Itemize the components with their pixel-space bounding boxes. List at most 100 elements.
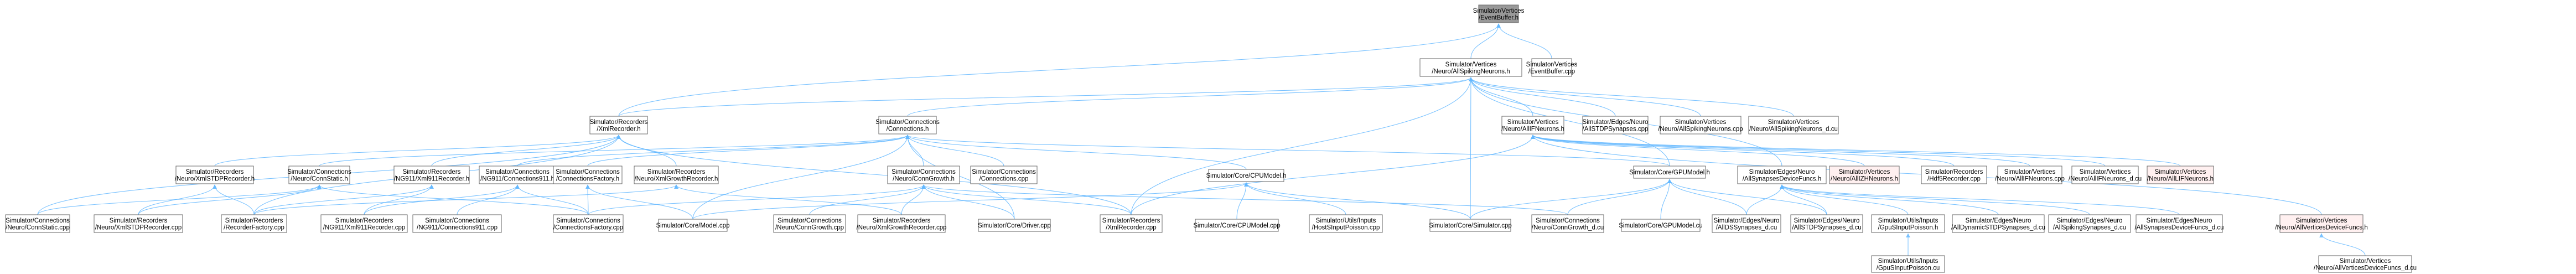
node-conngrowthcu[interactable]: Simulator/Connections/Neuro/ConnGrowth_d…: [1531, 214, 1604, 233]
node-xmlreccpp[interactable]: Simulator/Recorders/XmlRecorder.cpp: [1100, 214, 1163, 233]
node-alstdpsyn[interactable]: Simulator/Edges/Neuro/AllSTDPSynapses.cp…: [1582, 116, 1649, 135]
node-conn[interactable]: Simulator/Connections/Connections.h: [875, 116, 940, 135]
node-alvertdev[interactable]: Simulator/Vertices/Neuro/AllVerticesDevi…: [2275, 214, 2368, 233]
node-label-line: /NG911/Xml911Recorder.cpp: [323, 224, 406, 231]
node-xmlgrowthcpp[interactable]: Simulator/Recorders/Neuro/XmlGrowthRecor…: [857, 214, 947, 233]
node-gpupoissoncu[interactable]: Simulator/Utils/Inputs/GpuSInputPoisson.…: [1871, 255, 1945, 273]
node-box: [2147, 166, 2214, 184]
edge-conngrowthcu-to-conngrowth: [921, 184, 1568, 215]
edge-simcpp-to-gpumodel: [1470, 179, 1672, 220]
node-label-line: /Neuro/AllIFNeurons.h: [1501, 126, 1564, 132]
node-xml911cpp[interactable]: Simulator/Recorders/NG911/Xml911Recorder…: [320, 214, 408, 233]
node-alspkcu[interactable]: Simulator/Vertices/Neuro/AllSpikingNeuro…: [1748, 116, 1839, 135]
node-recfact[interactable]: Simulator/Recorders/RecorderFactory.cpp: [221, 214, 287, 233]
node-gpumodel[interactable]: Simulator/Core/GPUModel.h: [1629, 166, 1710, 179]
node-simcpp[interactable]: Simulator/Core/Simulator.cpp: [1429, 219, 1512, 232]
node-label-line: Simulator/Edges/Neuro: [2147, 218, 2212, 224]
node-label-line: /NG911/Connections911.cpp: [417, 224, 497, 231]
node-alifcpp[interactable]: Simulator/Vertices/Neuro/AllIFNeurons.cp…: [1995, 166, 2065, 184]
node-box: [553, 166, 623, 184]
edge-connfact-to-conn: [587, 135, 910, 167]
node-conn911cpp[interactable]: Simulator/Connections/NG911/Connections9…: [412, 214, 502, 233]
node-label-line: Simulator/Core/Model.cpp: [656, 223, 730, 229]
edge-modelcpp-to-conn: [692, 135, 910, 220]
node-cpumodel[interactable]: Simulator/Core/CPUModel.h: [1206, 169, 1287, 182]
edge-xmlstdpcpp-to-xmlstdp: [138, 184, 217, 215]
edge-allstdpcu-to-alsyndev: [1780, 184, 1827, 215]
node-allspk[interactable]: Simulator/Vertices/Neuro/AllSpikingNeuro…: [1419, 58, 1522, 77]
node-box: [1478, 4, 1519, 23]
node-conngrowth[interactable]: Simulator/Connections/Neuro/ConnGrowth.h: [887, 166, 960, 184]
node-label-line: /RecorderFactory.cpp: [224, 224, 284, 231]
node-label-line: Simulator/Connections: [425, 218, 489, 224]
node-allizh[interactable]: Simulator/Vertices/Neuro/AllIZHNeurons.h: [1829, 166, 1900, 184]
node-xmlstdp[interactable]: Simulator/Recorders/Neuro/XmlSTDPRecorde…: [175, 166, 255, 184]
node-alldssyn[interactable]: Simulator/Edges/Neuro/AllDSSynapses_d.cu: [1712, 214, 1781, 233]
node-gpumodelcu[interactable]: Simulator/Core/GPUModel.cu: [1619, 219, 1703, 232]
node-conncpp[interactable]: Simulator/Connections/Connections.cpp: [970, 166, 1038, 184]
edge-simcpp-to-allspk: [1469, 77, 1473, 220]
node-label-line: /AllDynamicSTDPSynapses_d.cu: [1951, 224, 2045, 231]
node-gpupoissonh[interactable]: Simulator/Utils/Inputs/GpuSInputPoisson.…: [1871, 214, 1945, 233]
node-allspksyn[interactable]: Simulator/Edges/Neuro/AllSpikingSynapses…: [2048, 214, 2131, 233]
node-label-line: Simulator/Utils/Inputs: [1878, 258, 1939, 265]
node-label-line: Simulator/Edges/Neuro: [1749, 169, 1815, 175]
node-label-line: /AllSpikingSynapses_d.cu: [2053, 224, 2126, 231]
node-cpumodelcpp[interactable]: Simulator/Core/CPUModel.cpp: [1193, 219, 1281, 232]
node-alsyndevcu[interactable]: Simulator/Edges/Neuro/AllSynapsesDeviceF…: [2134, 214, 2224, 233]
node-label-line: Simulator/Utils/Inputs: [1316, 218, 1376, 224]
node-label-line: Simulator/Connections: [556, 169, 620, 175]
edge-connstaticcpp-to-connstatic: [37, 184, 322, 215]
node-allif2[interactable]: Simulator/Vertices/Neuro/AllLIFNeurons.h: [2147, 166, 2214, 184]
node-label-line: /Neuro/XmlGrowthRecorder.cpp: [857, 224, 947, 231]
node-xmlstdpcpp[interactable]: Simulator/Recorders/Neuro/XmlSTDPRecorde…: [94, 214, 183, 233]
node-label-line: /NG911/Xml911Recorder.h: [394, 175, 469, 182]
node-conngrowthcpp[interactable]: Simulator/Connections/Neuro/ConnGrowth.c…: [773, 214, 846, 233]
node-label-line: Simulator/Core/Driver.cpp: [978, 223, 1051, 229]
node-box: [1921, 166, 1987, 184]
node-box: [2136, 214, 2223, 233]
node-alldynstdp[interactable]: Simulator/Edges/Neuro/AllDynamicSTDPSyna…: [1951, 214, 2045, 233]
node-conn911[interactable]: Simulator/Connections/NG911/Connections9…: [479, 166, 556, 184]
edge-allstdpcu-to-gpumodel: [1667, 179, 1827, 215]
node-box: [978, 219, 1051, 232]
node-ebcpp[interactable]: Simulator/Vertices/EventBuffer.cpp: [1526, 58, 1578, 77]
node-alifcu[interactable]: Simulator/Vertices/Neuro/AllIFNeurons_d.…: [2069, 166, 2142, 184]
node-connfact[interactable]: Simulator/Connections/ConnectionsFactory…: [553, 166, 623, 184]
node-label-line: Simulator/Vertices: [2004, 169, 2056, 175]
node-connstatic[interactable]: Simulator/Connections/Neuro/ConnStatic.h: [287, 166, 351, 184]
node-connstaticcpp[interactable]: Simulator/Connections/Neuro/ConnStatic.c…: [5, 214, 70, 233]
node-box: [1871, 255, 1945, 273]
node-hdf5[interactable]: Simulator/Recorders/Hdf5Recorder.cpp: [1921, 166, 1987, 184]
node-label-line: Simulator/Vertices: [2080, 169, 2131, 175]
edge-alldssyn-to-alsyndev: [1746, 184, 1784, 215]
node-alvertdevcu[interactable]: Simulator/Vertices/Neuro/AllVerticesDevi…: [2314, 255, 2417, 273]
node-box: [970, 166, 1038, 184]
node-label-line: Simulator/Vertices: [1526, 61, 1578, 68]
node-hostpoisson[interactable]: Simulator/Utils/Inputs/HostSInputPoisson…: [1309, 214, 1383, 233]
node-label-line: /ConnectionsFactory.h: [556, 175, 619, 182]
node-root[interactable]: Simulator/Vertices/EventBuffer.h: [1473, 4, 1525, 23]
node-label-line: Simulator/Vertices: [2155, 169, 2206, 175]
node-allstdpcu[interactable]: Simulator/Edges/Neuro/AllSTDPSynapses_d.…: [1790, 214, 1863, 233]
node-box: [1419, 58, 1522, 77]
node-label-line: /Neuro/AllVerticesDeviceFuncs_d.cu: [2314, 265, 2417, 271]
node-alspkcpp[interactable]: Simulator/Vertices/Neuro/AllSpikingNeuro…: [1658, 116, 1743, 135]
node-ng911rec[interactable]: Simulator/Recorders/NG911/Xml911Recorder…: [393, 166, 470, 184]
node-box: [634, 166, 719, 184]
node-xmlgrowth[interactable]: Simulator/Recorders/Neuro/XmlGrowthRecor…: [634, 166, 719, 184]
edge-drivercpp-to-conn: [905, 135, 1015, 220]
node-allif[interactable]: Simulator/Vertices/Neuro/AllIFNeurons.h: [1501, 116, 1564, 135]
edge-xmlreccpp-to-conngrowth: [921, 184, 1132, 215]
node-drivercpp[interactable]: Simulator/Core/Driver.cpp: [978, 219, 1051, 232]
edge-cpumodelcpp-to-cpumodel: [1236, 182, 1248, 220]
node-label-line: Simulator/Connections: [6, 218, 70, 224]
node-xmlrec[interactable]: Simulator/Recorders/XmlRecorder.h: [589, 116, 648, 135]
node-label-line: Simulator/Recorders: [403, 169, 461, 175]
node-alsyndev[interactable]: Simulator/Edges/Neuro/AllSynapsesDeviceF…: [1737, 166, 1827, 184]
node-connfactcpp[interactable]: Simulator/Connections/ConnectionsFactory…: [553, 214, 624, 233]
node-label-line: Simulator/Vertices: [1473, 8, 1525, 14]
node-label-line: /Neuro/XmlGrowthRecorder.h: [635, 175, 718, 182]
node-label-line: Simulator/Core/GPUModel.h: [1629, 169, 1710, 176]
node-modelcpp[interactable]: Simulator/Core/Model.cpp: [656, 219, 730, 232]
